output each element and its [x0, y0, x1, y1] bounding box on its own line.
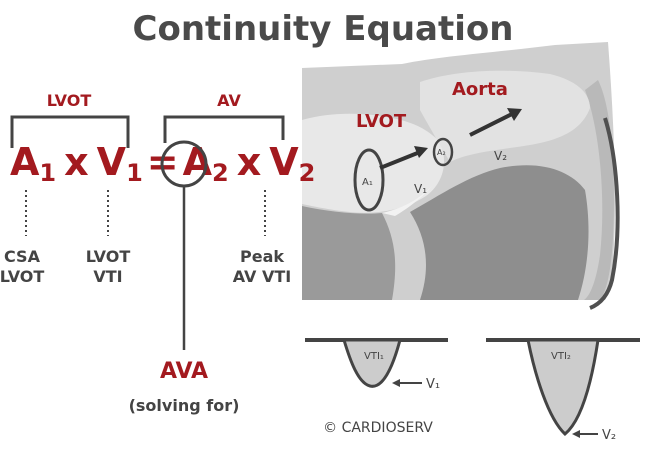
- heart-aorta-label: Aorta: [452, 79, 508, 100]
- heart-a2-label: A₂: [437, 148, 446, 157]
- eq-v2-sub: 2: [299, 159, 316, 187]
- a2-valve-ring: [432, 137, 454, 167]
- a1-annulus-ring: [353, 148, 385, 212]
- doppler-trace-2: [486, 338, 640, 438]
- trace-1-v1-label: V₁: [426, 377, 440, 392]
- heart-wall-shade: [584, 80, 614, 300]
- label-csa-line2: LVOT: [0, 267, 44, 286]
- label-peak-line2: AV VTI: [233, 267, 292, 286]
- eq-times-2: x: [237, 140, 262, 184]
- bracket-av-label: AV: [217, 91, 241, 110]
- eq-v1: V: [97, 140, 127, 184]
- page-title: Continuity Equation: [133, 9, 514, 49]
- heart-v2-label: V₂: [494, 149, 507, 163]
- flow-arrow-v2: [469, 112, 513, 137]
- label-peak-line1: Peak: [240, 247, 284, 266]
- copyright-label: © CARDIOSERV: [323, 420, 433, 436]
- lvot-chamber: [302, 113, 445, 213]
- flow-arrow-v1: [379, 150, 421, 170]
- trace-1-vti-label: VTI₁: [364, 351, 384, 362]
- trace-1-envelope: [341, 338, 402, 388]
- doppler-trace-1: [305, 338, 448, 388]
- trace-2-v2-label: V₂: [602, 428, 616, 443]
- trace-2-envelope: [526, 338, 600, 436]
- eq-v2: V: [269, 140, 299, 184]
- ava-sublabel: (solving for): [129, 396, 240, 415]
- eq-v1-sub: 1: [126, 159, 143, 187]
- flow-arrow-v1-head: [414, 146, 428, 158]
- eq-times-1: x: [64, 140, 89, 184]
- label-lvot-vti-line2: VTI: [93, 267, 122, 286]
- bracket-lvot-label: LVOT: [47, 91, 92, 110]
- heart-a1-label: A₁: [362, 177, 373, 188]
- equation-brackets: [10, 115, 285, 148]
- label-csa-line1: CSA: [4, 247, 41, 266]
- valve-leaflet: [382, 186, 432, 216]
- eq-a2-sub: 2: [212, 159, 229, 187]
- trace-1-arrow-head: [392, 379, 400, 387]
- av-bracket: [163, 115, 285, 143]
- lvot-bracket: [10, 115, 130, 148]
- heart-lvot-label: LVOT: [356, 111, 407, 132]
- heart-illustration: [302, 42, 620, 310]
- trace-2-vti-label: VTI₂: [551, 351, 571, 362]
- ava-label: AVA: [160, 359, 208, 384]
- flow-arrow-v2-head: [507, 108, 522, 121]
- heart-v1-label: V₁: [414, 182, 427, 196]
- eq-a1-sub: 1: [39, 159, 56, 187]
- label-lvot-vti-line1: LVOT: [86, 247, 131, 266]
- la-cavity-shade: [410, 165, 589, 300]
- heart-outer-wall: [589, 117, 620, 310]
- trace-2-arrow-head: [572, 430, 580, 438]
- lv-cavity-shade: [302, 206, 396, 300]
- eq-a1: A: [10, 140, 40, 184]
